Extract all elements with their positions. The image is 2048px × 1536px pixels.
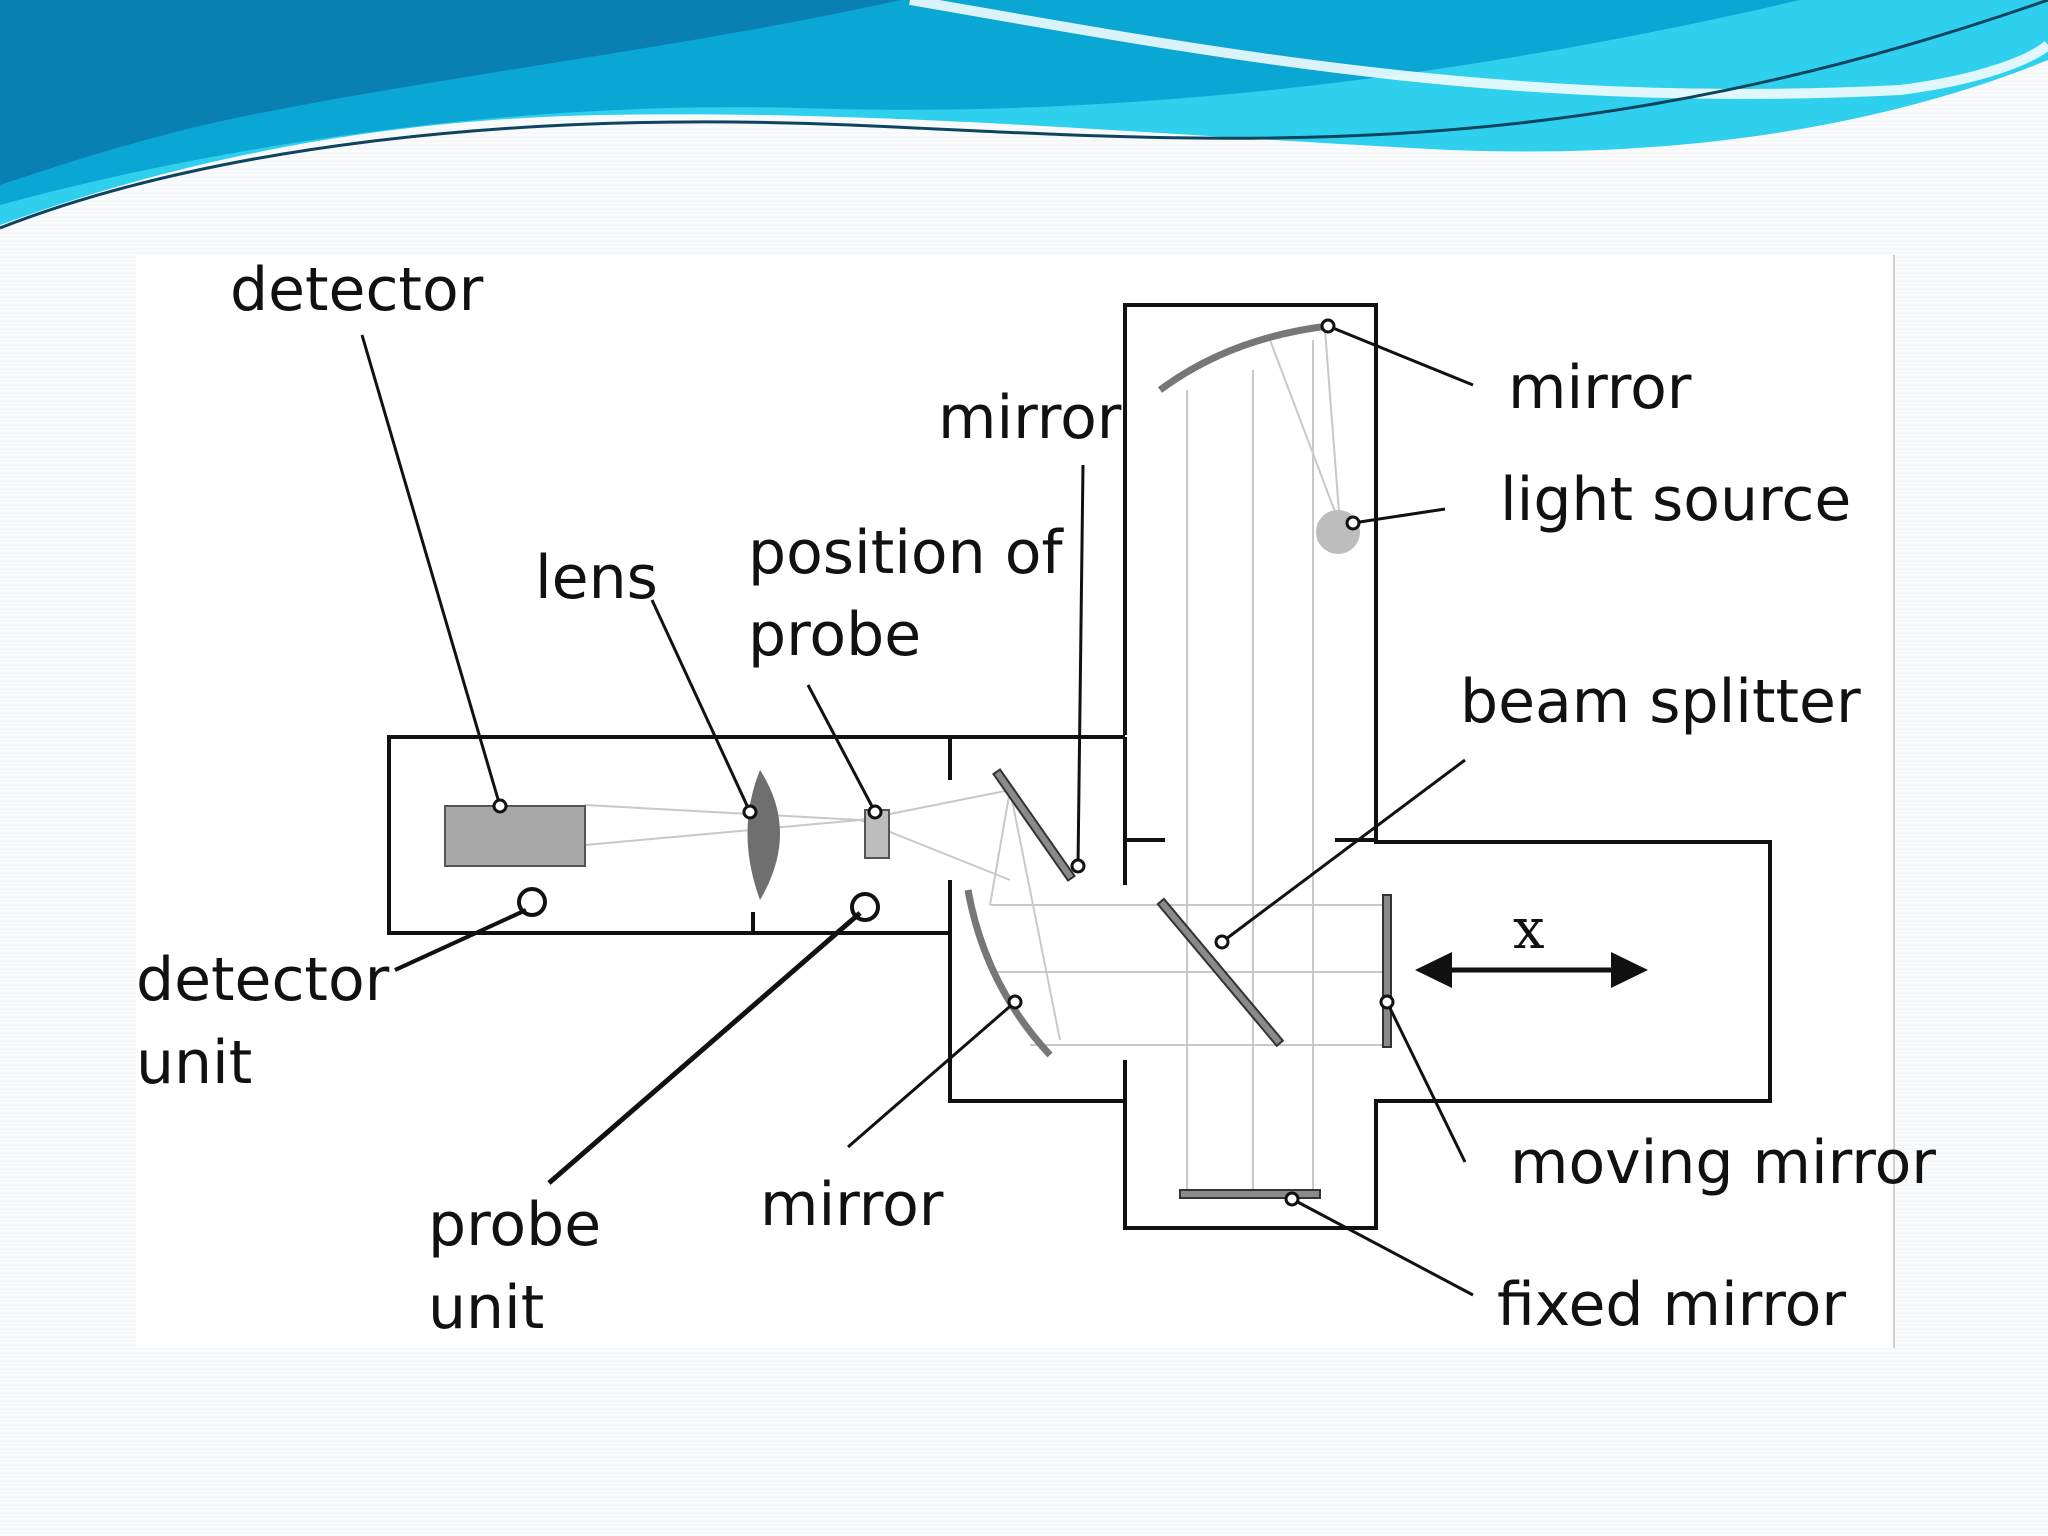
header-wave-banner [0,0,2048,230]
label-x-axis: x [1513,897,1545,962]
fixed-mirror-element [1179,1189,1321,1199]
label-leader-lines [360,324,1474,1297]
label-position-of-probe-line2: probe [748,600,921,670]
label-mirror-top-right: mirror [1508,353,1692,423]
mirror-lower-left-curved [964,889,1053,1058]
mirror-top-curved [1157,322,1329,393]
detector-element [444,805,586,867]
banner-edge-line [0,0,2048,230]
label-moving-mirror: moving mirror [1510,1128,1936,1198]
label-position-of-probe-line1: position of [748,518,1064,588]
label-detector-unit-line1: detector [136,945,390,1015]
banner-wave-dark [0,0,900,185]
banner-highlight [909,0,2048,99]
label-fixed-mirror: fixed mirror [1497,1270,1846,1340]
housing-baffles [751,737,1376,1101]
label-mirror-bottom: mirror [760,1170,944,1240]
label-lens: lens [535,543,658,613]
label-probe-unit-line1: probe [428,1190,601,1260]
leader-end-dots [492,318,1395,1207]
light-beams [584,329,1385,1195]
label-detector-unit-line2: unit [136,1028,252,1098]
mirror-upper-left [992,768,1076,882]
label-beam-splitter: beam splitter [1460,667,1861,737]
moving-mirror-element [1382,894,1392,1048]
lens-element [747,770,780,900]
label-detector: detector [230,255,484,325]
detector-unit-knob [517,887,547,917]
label-probe-unit-line2: unit [428,1273,544,1343]
x-movement-arrow [1415,952,1648,988]
label-light-source: light source [1500,465,1851,535]
label-mirror-top-center: mirror [938,383,1122,453]
beam-splitter-element [1156,897,1285,1048]
instrument-housing [387,303,1772,1230]
